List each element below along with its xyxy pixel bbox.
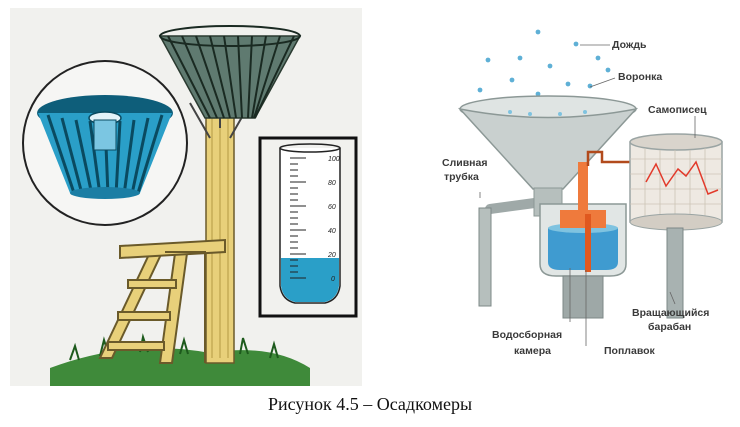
label-funnel: Воронка: [618, 71, 662, 83]
windshield-inset: [22, 60, 188, 226]
scale-tick-40: 40: [328, 228, 336, 235]
scale-tick-100: 100: [328, 156, 340, 163]
figure-caption: Рисунок 4.5 – Осадкомеры: [267, 394, 473, 414]
label-rotating-drum-line1: Вращающийся: [632, 307, 709, 319]
funnel: [457, 95, 639, 217]
drain-tube: [485, 197, 547, 214]
label-rotating-drum-line2: барабан: [648, 321, 691, 333]
label-drain-tube-line2: трубка: [444, 171, 479, 183]
pluviograph-diagram: Дождь Воронка Самописец Сливная трубка В…: [420, 14, 732, 370]
rain-gauge-illustration: 100 80 60 40 20 0: [10, 8, 362, 386]
grass: [50, 348, 310, 386]
windshield-top: [158, 25, 302, 119]
scale-tick-80: 80: [328, 180, 336, 187]
label-drain-tube-line1: Сливная: [442, 157, 487, 169]
rotating-drum: [629, 133, 723, 319]
scale-tick-20: 20: [327, 252, 336, 259]
measuring-cylinder-inset: 100 80 60 40 20 0: [258, 136, 358, 318]
label-float: Поплавок: [604, 345, 656, 357]
label-rain: Дождь: [612, 39, 647, 51]
scale-tick-0: 0: [331, 276, 335, 283]
drain-tube-down: [478, 207, 492, 307]
label-recorder: Самописец: [648, 104, 707, 116]
label-collection-chamber-line1: Водосборная: [492, 329, 562, 341]
float: [560, 150, 652, 272]
stepladder: [98, 238, 226, 364]
rain-gauge-drawing: 100 80 60 40 20 0: [22, 25, 358, 386]
label-collection-chamber-line2: камера: [514, 345, 551, 357]
scale-tick-60: 60: [328, 204, 336, 211]
pluviograph-drawing: Дождь Воронка Самописец Сливная трубка В…: [442, 29, 723, 357]
